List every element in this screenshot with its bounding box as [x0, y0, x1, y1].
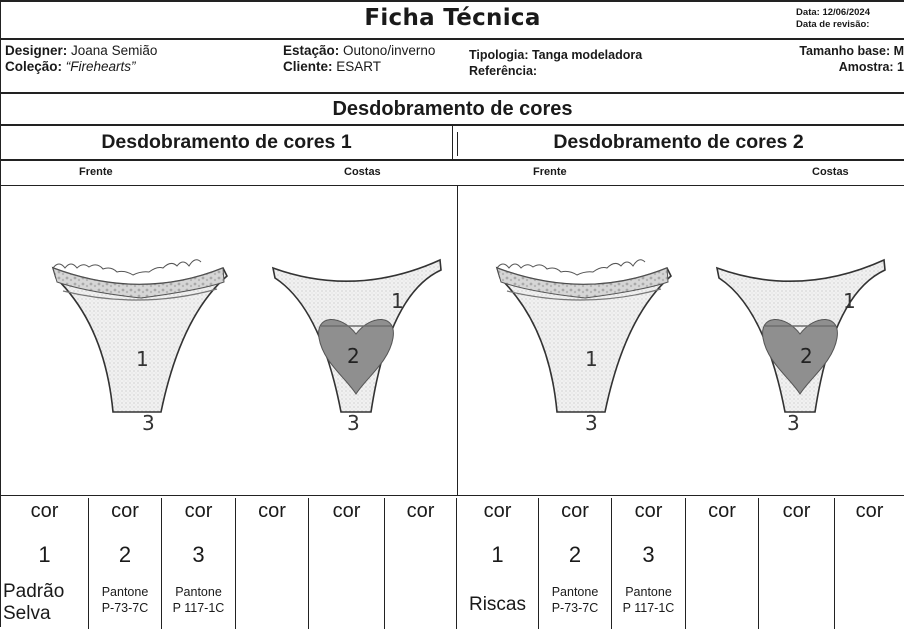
type-reference: Tipologia: Tanga modeladora Referência:: [469, 47, 642, 79]
size-label: Tamanho base: M: [799, 44, 904, 58]
breakdown-headers: Desdobramento de cores 1 Desdobramento d…: [1, 126, 904, 161]
collection-value: “Firehearts”: [62, 59, 136, 74]
client-value: ESART: [332, 59, 382, 74]
color-number: 1: [38, 542, 51, 567]
designer-label: Designer:: [5, 43, 68, 58]
color-label: cor: [258, 500, 286, 522]
collection-label: Coleção:: [5, 59, 63, 74]
color-label: cor: [406, 500, 435, 522]
sample-label: Amostra: 1: [838, 60, 904, 74]
color-number: 3: [642, 542, 655, 567]
color-cell: cor 1 Padrão Selva: [1, 498, 89, 629]
heart-shape-1: [318, 319, 394, 395]
client-label: Cliente:: [283, 59, 333, 74]
color-name: Riscas: [468, 594, 526, 615]
color-label: cor: [561, 500, 589, 522]
heart-shape-2: [762, 319, 838, 395]
garment-drawings: 1 3 1 2 3 1 3: [51, 258, 886, 435]
views-divider: [457, 132, 458, 156]
reference-label: Referência:: [469, 64, 538, 78]
front-garment-2: 1 3: [495, 259, 672, 435]
color-number: 3: [192, 542, 205, 567]
illustration-area: 1 3 1 2 3 1 3: [1, 186, 904, 496]
color-label: cor: [855, 500, 884, 522]
color-label: cor: [708, 500, 736, 522]
color-number: 2: [568, 542, 582, 567]
color-cell: cor 1 Riscas: [457, 498, 539, 629]
back2-label-3: 3: [787, 411, 800, 435]
back1-label-1: 1: [391, 289, 404, 313]
back-garment-1: 1 2 3: [271, 258, 442, 435]
color-label: cor: [111, 500, 139, 522]
designer-value: Joana Semião: [67, 43, 158, 58]
front-label-1: Frente: [79, 166, 113, 178]
breakdown-1-title: Desdobramento de cores 1: [1, 126, 453, 159]
revision-date: Data de revisão:: [796, 19, 870, 30]
color-number: 2: [118, 542, 132, 567]
title-bar: Ficha Técnica Data: 12/06/2024 Data de r…: [1, 2, 904, 40]
back-garment-2: 1 2 3: [715, 258, 886, 435]
front1-label-1: 1: [136, 347, 149, 371]
front2-label-3: 3: [585, 411, 598, 435]
color-cell: cor: [309, 498, 385, 629]
view-labels: Frente Costas Frente Costas: [1, 161, 904, 186]
color-number: 1: [491, 542, 504, 567]
season-client: Estação: Outono/inverno Cliente: ESART: [283, 43, 435, 75]
season-value: Outono/inverno: [339, 43, 436, 58]
color-name: Padrão Selva: [3, 581, 65, 624]
designer-collection: Designer: Joana Semião Coleção: “Firehea…: [5, 43, 157, 75]
color-label: cor: [332, 500, 361, 522]
color-cell: cor: [385, 498, 457, 629]
illustration-divider: [457, 186, 458, 495]
section-title: Desdobramento de cores: [1, 94, 904, 126]
color-label: cor: [30, 500, 59, 522]
color-label: cor: [634, 500, 663, 522]
front-label-2: Frente: [533, 166, 567, 178]
type-label: Tipologia: Tanga modeladora: [469, 48, 643, 62]
color-label: cor: [483, 500, 512, 522]
meta-info: Designer: Joana Semião Coleção: “Firehea…: [1, 40, 904, 94]
back-label-2: Costas: [812, 166, 849, 178]
back-label-1: Costas: [344, 166, 381, 178]
back1-label-3: 3: [347, 411, 360, 435]
color-cell: cor: [236, 498, 309, 629]
color-label: cor: [782, 500, 811, 522]
date: Data: 12/06/2024: [796, 7, 870, 18]
back1-label-2: 2: [347, 344, 360, 368]
front1-label-3: 3: [142, 411, 155, 435]
sheet-title: Ficha Técnica: [364, 5, 541, 31]
color-cell: cor: [759, 498, 835, 629]
back2-label-2: 2: [800, 344, 813, 368]
back2-label-1: 1: [843, 289, 856, 313]
front-garment-1: 1 3: [51, 259, 228, 435]
front2-label-1: 1: [585, 347, 598, 371]
size-sample: Tamanho base: M Amostra: 1: [799, 43, 904, 75]
dates-block: Data: 12/06/2024 Data de revisão:: [796, 7, 884, 31]
breakdown-2-title: Desdobramento de cores 2: [553, 131, 804, 153]
season-label: Estação:: [283, 43, 340, 58]
color-cell: cor: [835, 498, 904, 629]
color-cell: cor: [686, 498, 759, 629]
color-label: cor: [184, 500, 213, 522]
